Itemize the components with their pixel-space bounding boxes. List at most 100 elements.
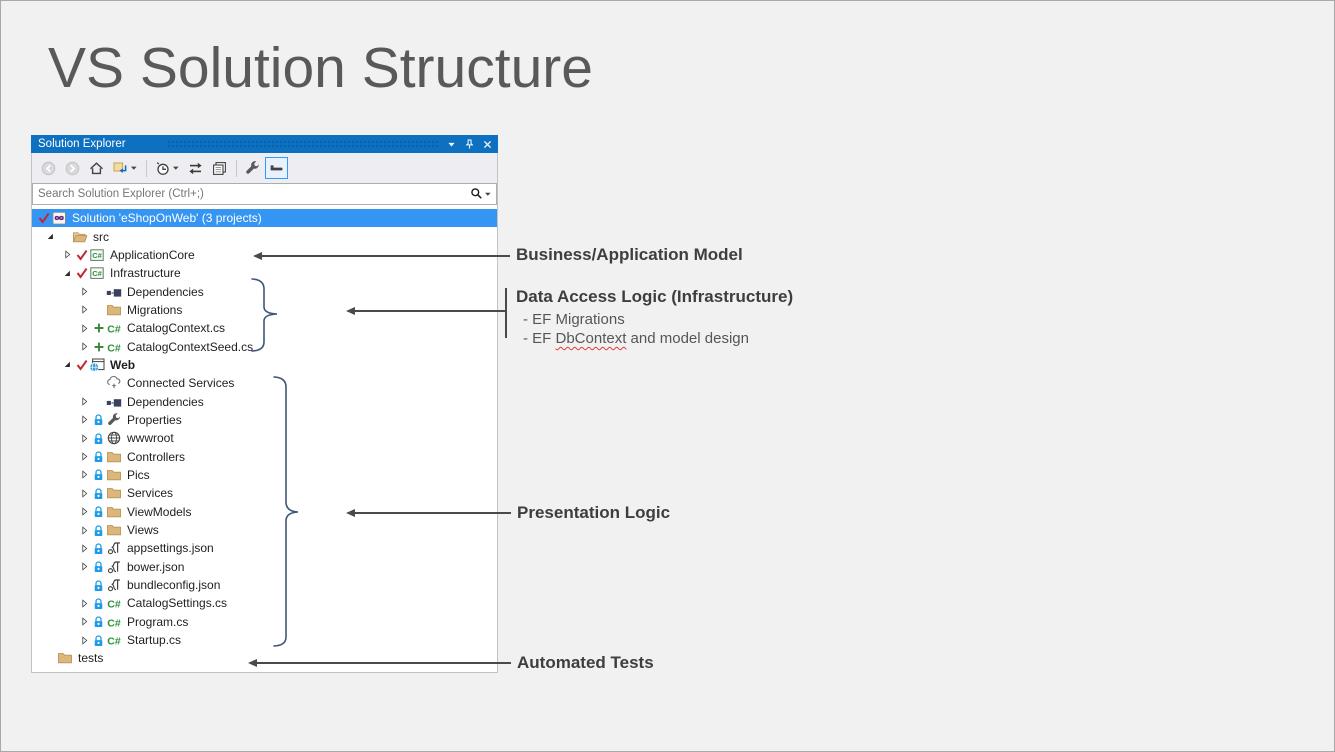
expand-arrow-icon[interactable] [77, 543, 91, 554]
expand-arrow-icon[interactable] [77, 451, 91, 462]
expand-arrow-icon[interactable] [77, 323, 91, 334]
close-icon[interactable] [478, 136, 496, 152]
expand-arrow-icon[interactable] [77, 396, 91, 407]
tree-item-solution-eshoponweb-3-projects[interactable]: Solution 'eShopOnWeb' (3 projects) [32, 209, 497, 228]
tree-item-catalogcontextseed-cs[interactable]: C#CatalogContextSeed.cs [32, 337, 497, 355]
expand-arrow-icon[interactable] [77, 635, 91, 646]
annotation-automated-tests: Automated Tests [517, 653, 654, 673]
expand-arrow-icon[interactable] [77, 506, 91, 517]
tree-item-label: Migrations [127, 302, 183, 317]
cs-file-icon: C# [106, 632, 125, 648]
csproj-icon: C# [89, 265, 108, 281]
check-status-icon [74, 249, 89, 261]
tree-item-wwwroot[interactable]: wwwroot [32, 429, 497, 447]
collapse-all-button[interactable] [109, 157, 141, 179]
tree-item-controllers[interactable]: Controllers [32, 447, 497, 465]
svg-text:C#: C# [107, 599, 121, 611]
tree-item-program-cs[interactable]: C#Program.cs [32, 613, 497, 631]
tree-item-label: Services [127, 486, 174, 501]
titlebar-title: Solution Explorer [38, 138, 126, 150]
annotation-bullets: - EF Migrations- EF DbContext and model … [523, 310, 793, 348]
expand-arrow-icon[interactable] [60, 249, 74, 260]
expand-arrow-icon[interactable] [77, 433, 91, 444]
expand-arrow-icon[interactable] [77, 525, 91, 536]
tree-item-dependencies[interactable]: Dependencies [32, 282, 497, 300]
tree-item-label: Views [127, 523, 159, 538]
collapse-arrow-icon[interactable] [60, 268, 74, 279]
tree-item-label: ApplicationCore [110, 247, 195, 262]
tree-item-infrastructure[interactable]: C#Infrastructure [32, 264, 497, 282]
tree-item-applicationcore[interactable]: C#ApplicationCore [32, 246, 497, 264]
svg-text:C#: C# [107, 342, 121, 354]
sync-with-active-document-button[interactable] [184, 157, 207, 179]
expand-arrow-icon[interactable] [77, 561, 91, 572]
expand-arrow-icon[interactable] [77, 488, 91, 499]
cs-file-icon: C# [106, 595, 125, 611]
tree-item-bower-json[interactable]: bower.json [32, 558, 497, 576]
tree-item-connected-services[interactable]: Connected Services [32, 374, 497, 392]
annotation-business-model: Business/Application Model [516, 245, 743, 265]
pending-changes-filter-button[interactable] [151, 157, 183, 179]
tree-item-label: Controllers [127, 449, 186, 464]
show-all-files-button[interactable] [208, 157, 231, 179]
tree-item-dependencies[interactable]: Dependencies [32, 392, 497, 410]
tree-item-viewmodels[interactable]: ViewModels [32, 503, 497, 521]
lock-status-icon [91, 468, 106, 481]
expand-arrow-icon[interactable] [77, 414, 91, 425]
tree-item-bundleconfig-json[interactable]: bundleconfig.json [32, 576, 497, 594]
tree-item-label: Web [110, 357, 136, 372]
svg-text:C#: C# [107, 324, 121, 336]
tree-item-label: Program.cs [127, 614, 189, 629]
tree-item-pics[interactable]: Pics [32, 466, 497, 484]
properties-button[interactable] [241, 157, 264, 179]
collapse-arrow-icon[interactable] [60, 359, 74, 370]
wrench-icon [106, 412, 125, 428]
search-options-chevron-icon[interactable] [484, 190, 492, 198]
tree-item-services[interactable]: Services [32, 484, 497, 502]
home-button[interactable] [85, 157, 108, 179]
expand-arrow-icon[interactable] [77, 616, 91, 627]
tree-item-views[interactable]: Views [32, 521, 497, 539]
preview-selected-items-button[interactable] [265, 157, 288, 179]
tree-item-migrations[interactable]: Migrations [32, 301, 497, 319]
search-icon[interactable] [469, 186, 484, 201]
tree-item-tests[interactable]: tests [32, 649, 497, 667]
expand-arrow-icon[interactable] [77, 598, 91, 609]
lock-status-icon [91, 450, 106, 463]
collapse-arrow-icon[interactable] [43, 231, 57, 242]
tree-item-appsettings-json[interactable]: appsettings.json [32, 539, 497, 557]
dependencies-icon [106, 284, 125, 300]
search-input[interactable] [32, 183, 497, 205]
pin-icon[interactable] [460, 136, 478, 152]
tree-item-label: tests [78, 651, 104, 666]
expand-arrow-icon[interactable] [77, 341, 91, 352]
misspelled-word: DbContext [555, 330, 627, 347]
lock-status-icon [91, 542, 106, 555]
tree-item-catalogsettings-cs[interactable]: C#CatalogSettings.cs [32, 594, 497, 612]
lock-status-icon [91, 487, 106, 500]
svg-text:C#: C# [92, 269, 102, 278]
folder-icon [106, 504, 125, 520]
forward-button[interactable] [61, 157, 84, 179]
tree-item-label: Startup.cs [127, 633, 182, 648]
tree-item-label: Dependencies [127, 284, 204, 299]
tree-item-label: Dependencies [127, 394, 204, 409]
tree-item-src[interactable]: src [32, 227, 497, 245]
annotation-title: Automated Tests [517, 653, 654, 672]
tree-item-catalogcontext-cs[interactable]: C#CatalogContext.cs [32, 319, 497, 337]
dropdown-caret-icon[interactable] [129, 164, 138, 172]
expand-arrow-icon[interactable] [77, 304, 91, 315]
tree-item-properties[interactable]: Properties [32, 411, 497, 429]
solution-explorer-titlebar[interactable]: Solution Explorer [31, 135, 498, 153]
back-button[interactable] [37, 157, 60, 179]
lock-status-icon [91, 505, 106, 518]
expand-arrow-icon[interactable] [77, 469, 91, 480]
folder-open-icon [72, 229, 91, 245]
tree-item-startup-cs[interactable]: C#Startup.cs [32, 631, 497, 649]
expand-arrow-icon[interactable] [77, 286, 91, 297]
toolbar-separator [146, 159, 147, 177]
toolbar-separator [236, 159, 237, 177]
tree-item-web[interactable]: Web [32, 356, 497, 374]
window-menu-chevron-icon[interactable] [442, 136, 460, 152]
dropdown-caret-icon[interactable] [171, 164, 180, 172]
